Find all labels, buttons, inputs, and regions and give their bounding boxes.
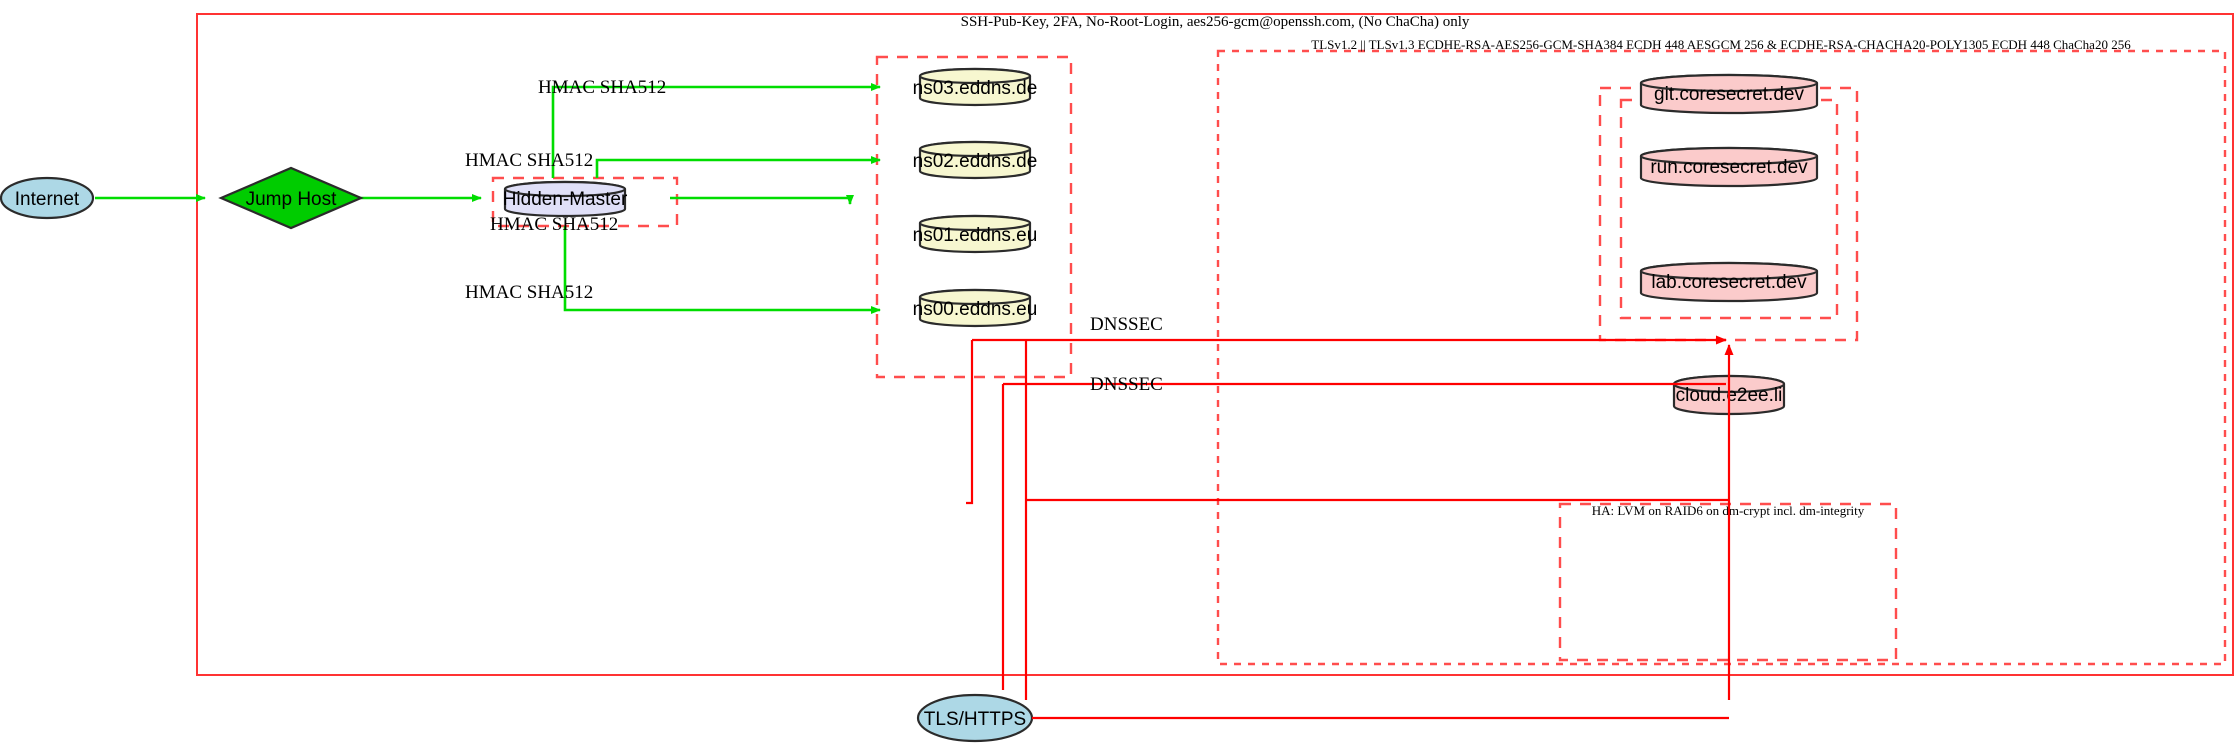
node-run-coresecret[interactable]: run.coresecret.dev — [1639, 146, 1819, 188]
cluster-tls-boundary — [1216, 49, 2227, 666]
node-hidden-master[interactable]: Hidden-Master — [503, 180, 628, 218]
node-ns03-label: ns03.eddns.de — [913, 78, 1038, 99]
node-lab-coresecret[interactable]: lab.coresecret.dev — [1639, 261, 1819, 303]
cluster-coresecret-outer-boundary — [1598, 86, 1859, 342]
node-hidden-master-label: Hidden-Master — [503, 189, 628, 210]
node-jump-host[interactable]: Jump Host — [218, 166, 364, 230]
node-ns03[interactable]: ns03.eddns.de — [913, 67, 1038, 107]
node-ns02-label: ns02.eddns.de — [913, 151, 1038, 172]
cluster-tls-label: TLSv1.2 || TLSv1.3 ECDHE-RSA-AES256-GCM-… — [1311, 37, 2131, 52]
edge-hiddenmaster-to-ns03 — [551, 83, 881, 178]
edge-label-hmac-ns03: HMAC SHA512 — [538, 77, 666, 98]
edge-label-hmac-ns01: HMAC SHA512 — [490, 214, 618, 235]
cluster-ssh-label: SSH-Pub-Key, 2FA, No-Root-Login, aes256-… — [961, 14, 1470, 30]
node-internet[interactable]: Internet — [0, 176, 95, 220]
node-git-coresecret[interactable]: git.coresecret.dev — [1639, 73, 1819, 115]
node-ns02[interactable]: ns02.eddns.de — [913, 140, 1038, 180]
cluster-dns-boundary — [875, 55, 1073, 379]
node-ns01-label: ns01.eddns.eu — [913, 225, 1038, 246]
node-git-coresecret-label: git.coresecret.dev — [1654, 84, 1804, 105]
node-tls-https[interactable]: TLS/HTTPS — [916, 693, 1034, 743]
edge-label-hmac-ns00: HMAC SHA512 — [465, 282, 593, 303]
edge-label-dnssec-1: DNSSEC — [1090, 314, 1163, 335]
node-ns00-label: ns00.eddns.eu — [913, 299, 1038, 320]
edge-hiddenmaster-to-ns01 — [670, 195, 854, 205]
edge-label-hmac-ns02: HMAC SHA512 — [465, 150, 593, 171]
edge-dnssec-to-coresecret — [966, 340, 974, 505]
node-internet-label: Internet — [15, 189, 80, 210]
node-lab-coresecret-label: lab.coresecret.dev — [1651, 272, 1807, 293]
edge-hiddenmaster-to-ns00 — [563, 226, 881, 314]
node-ns01[interactable]: ns01.eddns.eu — [913, 214, 1038, 254]
cluster-ssh-boundary — [196, 13, 2234, 676]
cluster-hidden-master-boundary — [491, 176, 679, 228]
node-tls-https-label: TLS/HTTPS — [924, 709, 1026, 730]
edge-label-dnssec-2: DNSSEC — [1090, 374, 1163, 395]
node-jump-host-label: Jump Host — [246, 189, 338, 210]
edge-hiddenmaster-to-ns02 — [595, 156, 881, 178]
node-ns00[interactable]: ns00.eddns.eu — [913, 288, 1038, 328]
node-run-coresecret-label: run.coresecret.dev — [1650, 157, 1808, 178]
